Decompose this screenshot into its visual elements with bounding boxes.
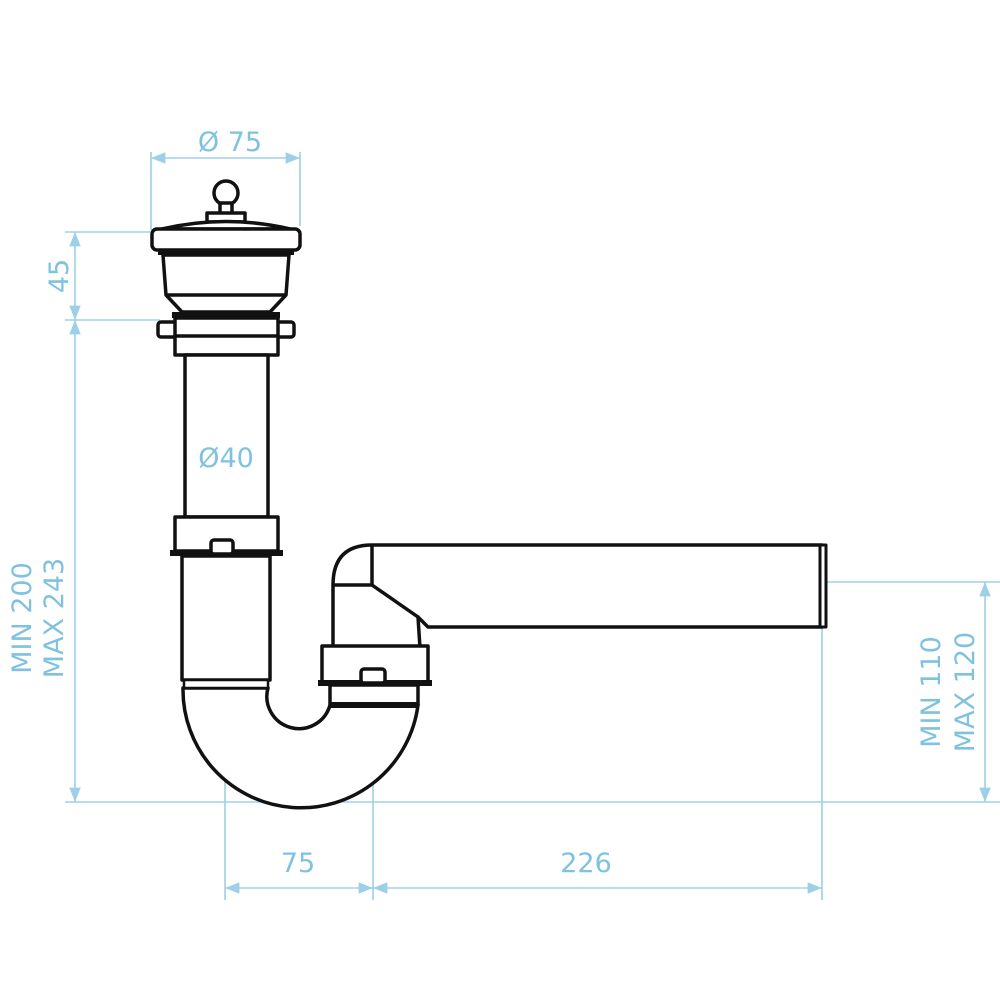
- label-strainer-height: 45: [44, 259, 75, 293]
- label-vertical-min: MIN 200: [7, 562, 38, 674]
- strainer-basket: [161, 253, 291, 314]
- sink-trap: [150, 179, 828, 810]
- label-trap-offset: 75: [281, 848, 315, 879]
- tailpiece-pipe: [183, 353, 270, 519]
- label-outlet-min: MIN 110: [916, 636, 947, 748]
- label-outlet-max: MAX 120: [950, 632, 981, 752]
- label-pipe-diameter: Ø40: [198, 443, 254, 474]
- label-strainer-diameter: Ø 75: [198, 127, 262, 158]
- outlet-elbow: [331, 543, 824, 650]
- u-bend: [181, 686, 420, 810]
- label-outlet-length: 226: [560, 848, 612, 879]
- lower-pipe: [180, 554, 272, 682]
- label-vertical-max: MAX 243: [39, 558, 70, 678]
- strainer-lid: [150, 227, 302, 252]
